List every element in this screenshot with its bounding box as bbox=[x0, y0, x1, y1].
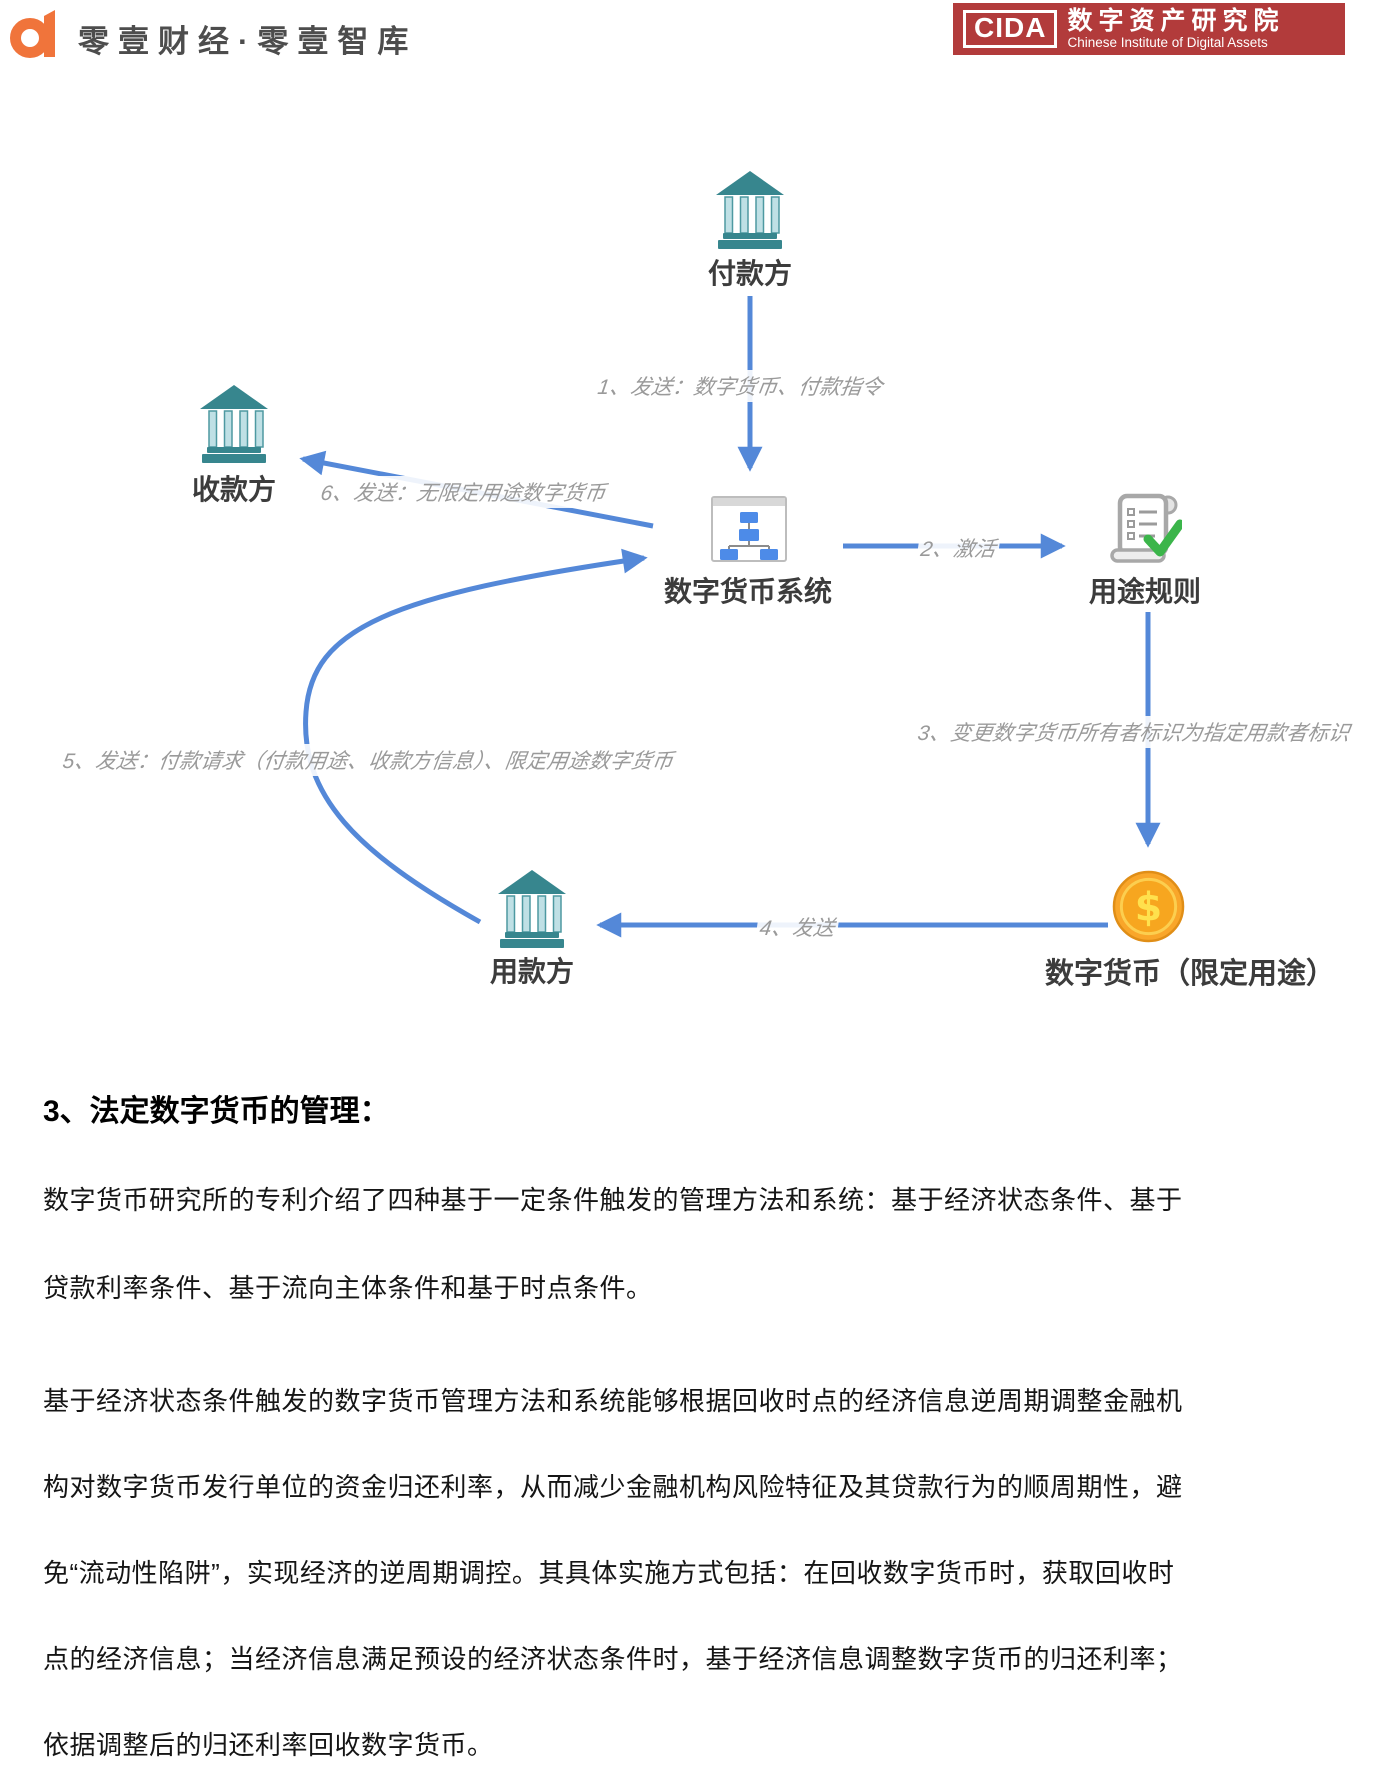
paragraph-line: 依据调整后的归还利率回收数字货币。 bbox=[43, 1730, 494, 1760]
bank-icon bbox=[716, 170, 784, 250]
lingyi-logo-icon bbox=[10, 10, 55, 58]
edge-label-3: 3、变更数字货币所有者标识为指定用款者标识 bbox=[912, 716, 1355, 748]
edge-label-2: 2、激活 bbox=[915, 532, 1001, 564]
edge-5-payment-request bbox=[303, 548, 648, 925]
bank-icon bbox=[200, 385, 268, 463]
node-label-spender: 用款方 bbox=[489, 956, 574, 987]
edge-label-1: 1、发送：数字货币、付款指令 bbox=[592, 370, 888, 402]
flowchart-icon bbox=[711, 496, 787, 562]
node-label-rules: 用途规则 bbox=[1088, 576, 1201, 607]
scroll-check-icon bbox=[1108, 492, 1182, 566]
edge-label-5: 5、发送：付款请求（付款用途、收款方信息）、限定用途数字货币 bbox=[57, 744, 679, 776]
paragraph-line: 点的经济信息；当经济信息满足预设的经济状态条件时，基于经济信息调整数字货币的归还… bbox=[43, 1644, 1183, 1674]
cida-logo: CIDA 数字资产研究院 Chinese Institute of Digita… bbox=[953, 3, 1345, 55]
section-heading: 3、法定数字货币的管理： bbox=[43, 1095, 390, 1128]
edge-label-6: 6、发送：无限定用途数字货币 bbox=[315, 476, 611, 508]
node-label-coin: 数字货币（限定用途） bbox=[1044, 958, 1335, 990]
cida-name-en: Chinese Institute of Digital Assets bbox=[1067, 35, 1268, 51]
node-label-system: 数字货币系统 bbox=[663, 576, 832, 607]
site-title: 零壹财经·零壹智库 bbox=[78, 24, 418, 59]
paragraph-line: 构对数字货币发行单位的资金归还利率，从而减少金融机构风险特征及其贷款行为的顺周期… bbox=[43, 1472, 1183, 1502]
dollar-coin-icon bbox=[1112, 870, 1185, 943]
flow-diagram: 付款方 收款方 数字货币系统 用途规则 用款方 数字货币（限定用途） 1、发送：… bbox=[57, 0, 1355, 990]
paragraph-line: 数字货币研究所的专利介绍了四种基于一定条件触发的管理方法和系统：基于经济状态条件… bbox=[43, 1185, 1183, 1215]
paragraph-line: 基于经济状态条件触发的数字货币管理方法和系统能够根据回收时点的经济信息逆周期调整… bbox=[43, 1386, 1183, 1416]
node-label-payer: 付款方 bbox=[707, 258, 792, 289]
node-label-payee: 收款方 bbox=[191, 474, 276, 505]
cida-name-cn: 数字资产研究院 bbox=[1067, 6, 1285, 35]
header: 零壹财经·零壹智库 CIDA 数字资产研究院 Chinese Institute… bbox=[0, 0, 1387, 70]
paragraph-line: 免“流动性陷阱”，实现经济的逆周期调控。其具体实施方式包括：在回收数字货币时，获… bbox=[43, 1558, 1175, 1588]
edge-label-4: 4、发送 bbox=[754, 911, 840, 943]
cida-acronym: CIDA bbox=[963, 10, 1058, 48]
paragraph-line: 贷款利率条件、基于流向主体条件和基于时点条件。 bbox=[43, 1273, 653, 1303]
bank-icon bbox=[498, 870, 566, 948]
